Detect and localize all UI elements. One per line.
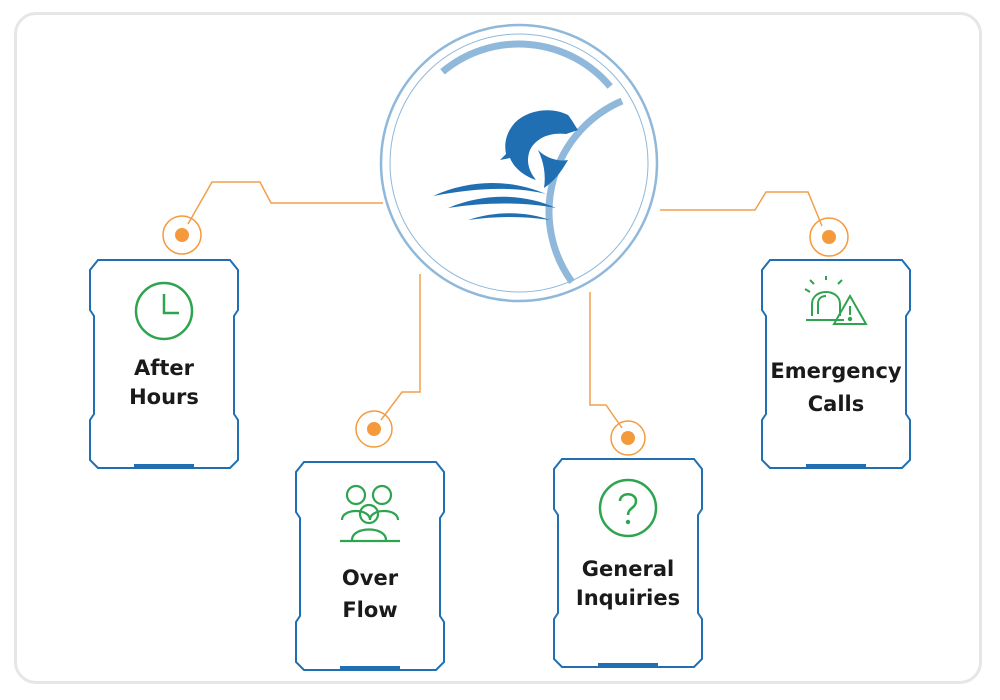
connector-dot-emergency-calls: [809, 217, 849, 257]
card-label-line1: General: [581, 557, 675, 581]
card-border: [553, 458, 703, 668]
card-border: [295, 461, 445, 671]
card-label-line2: Hours: [129, 385, 199, 409]
card-over-flow: Over Flow: [294, 460, 446, 672]
card-general-inquiries: General Inquiries: [552, 457, 704, 669]
card-label-line1: Emergency: [770, 359, 902, 383]
clock-icon: [133, 280, 195, 347]
connector-after-hours: [187, 181, 383, 225]
connector-dot-general-inquiries: [610, 420, 646, 456]
connector-dot-over-flow: [355, 410, 393, 448]
card-border: [761, 259, 911, 469]
card-emergency-calls: Emergency Calls: [760, 258, 912, 470]
card-label: Emergency Calls: [760, 357, 912, 419]
card-label-line1: Over: [341, 566, 399, 590]
card-label: After Hours: [88, 354, 240, 412]
connector-dot-after-hours: [162, 215, 202, 255]
connector-emergency-calls: [660, 191, 823, 227]
card-label-line2: Calls: [807, 392, 865, 416]
dolphin-wave-logo: [433, 110, 578, 220]
card-after-hours: After Hours: [88, 258, 240, 470]
card-label-line2: Inquiries: [575, 586, 681, 610]
card-label: Over Flow: [294, 564, 446, 625]
card-label-line2: Flow: [342, 598, 398, 622]
group-users-icon: [338, 482, 402, 549]
hub-circle: [378, 22, 660, 304]
card-border: [89, 259, 239, 469]
question-icon: [597, 477, 659, 544]
card-label-line1: After: [133, 356, 195, 380]
alarm-warning-icon: [804, 276, 868, 335]
connector-over-flow: [380, 274, 421, 421]
card-label: General Inquiries: [552, 555, 704, 613]
connector-general-inquiries: [589, 292, 623, 429]
